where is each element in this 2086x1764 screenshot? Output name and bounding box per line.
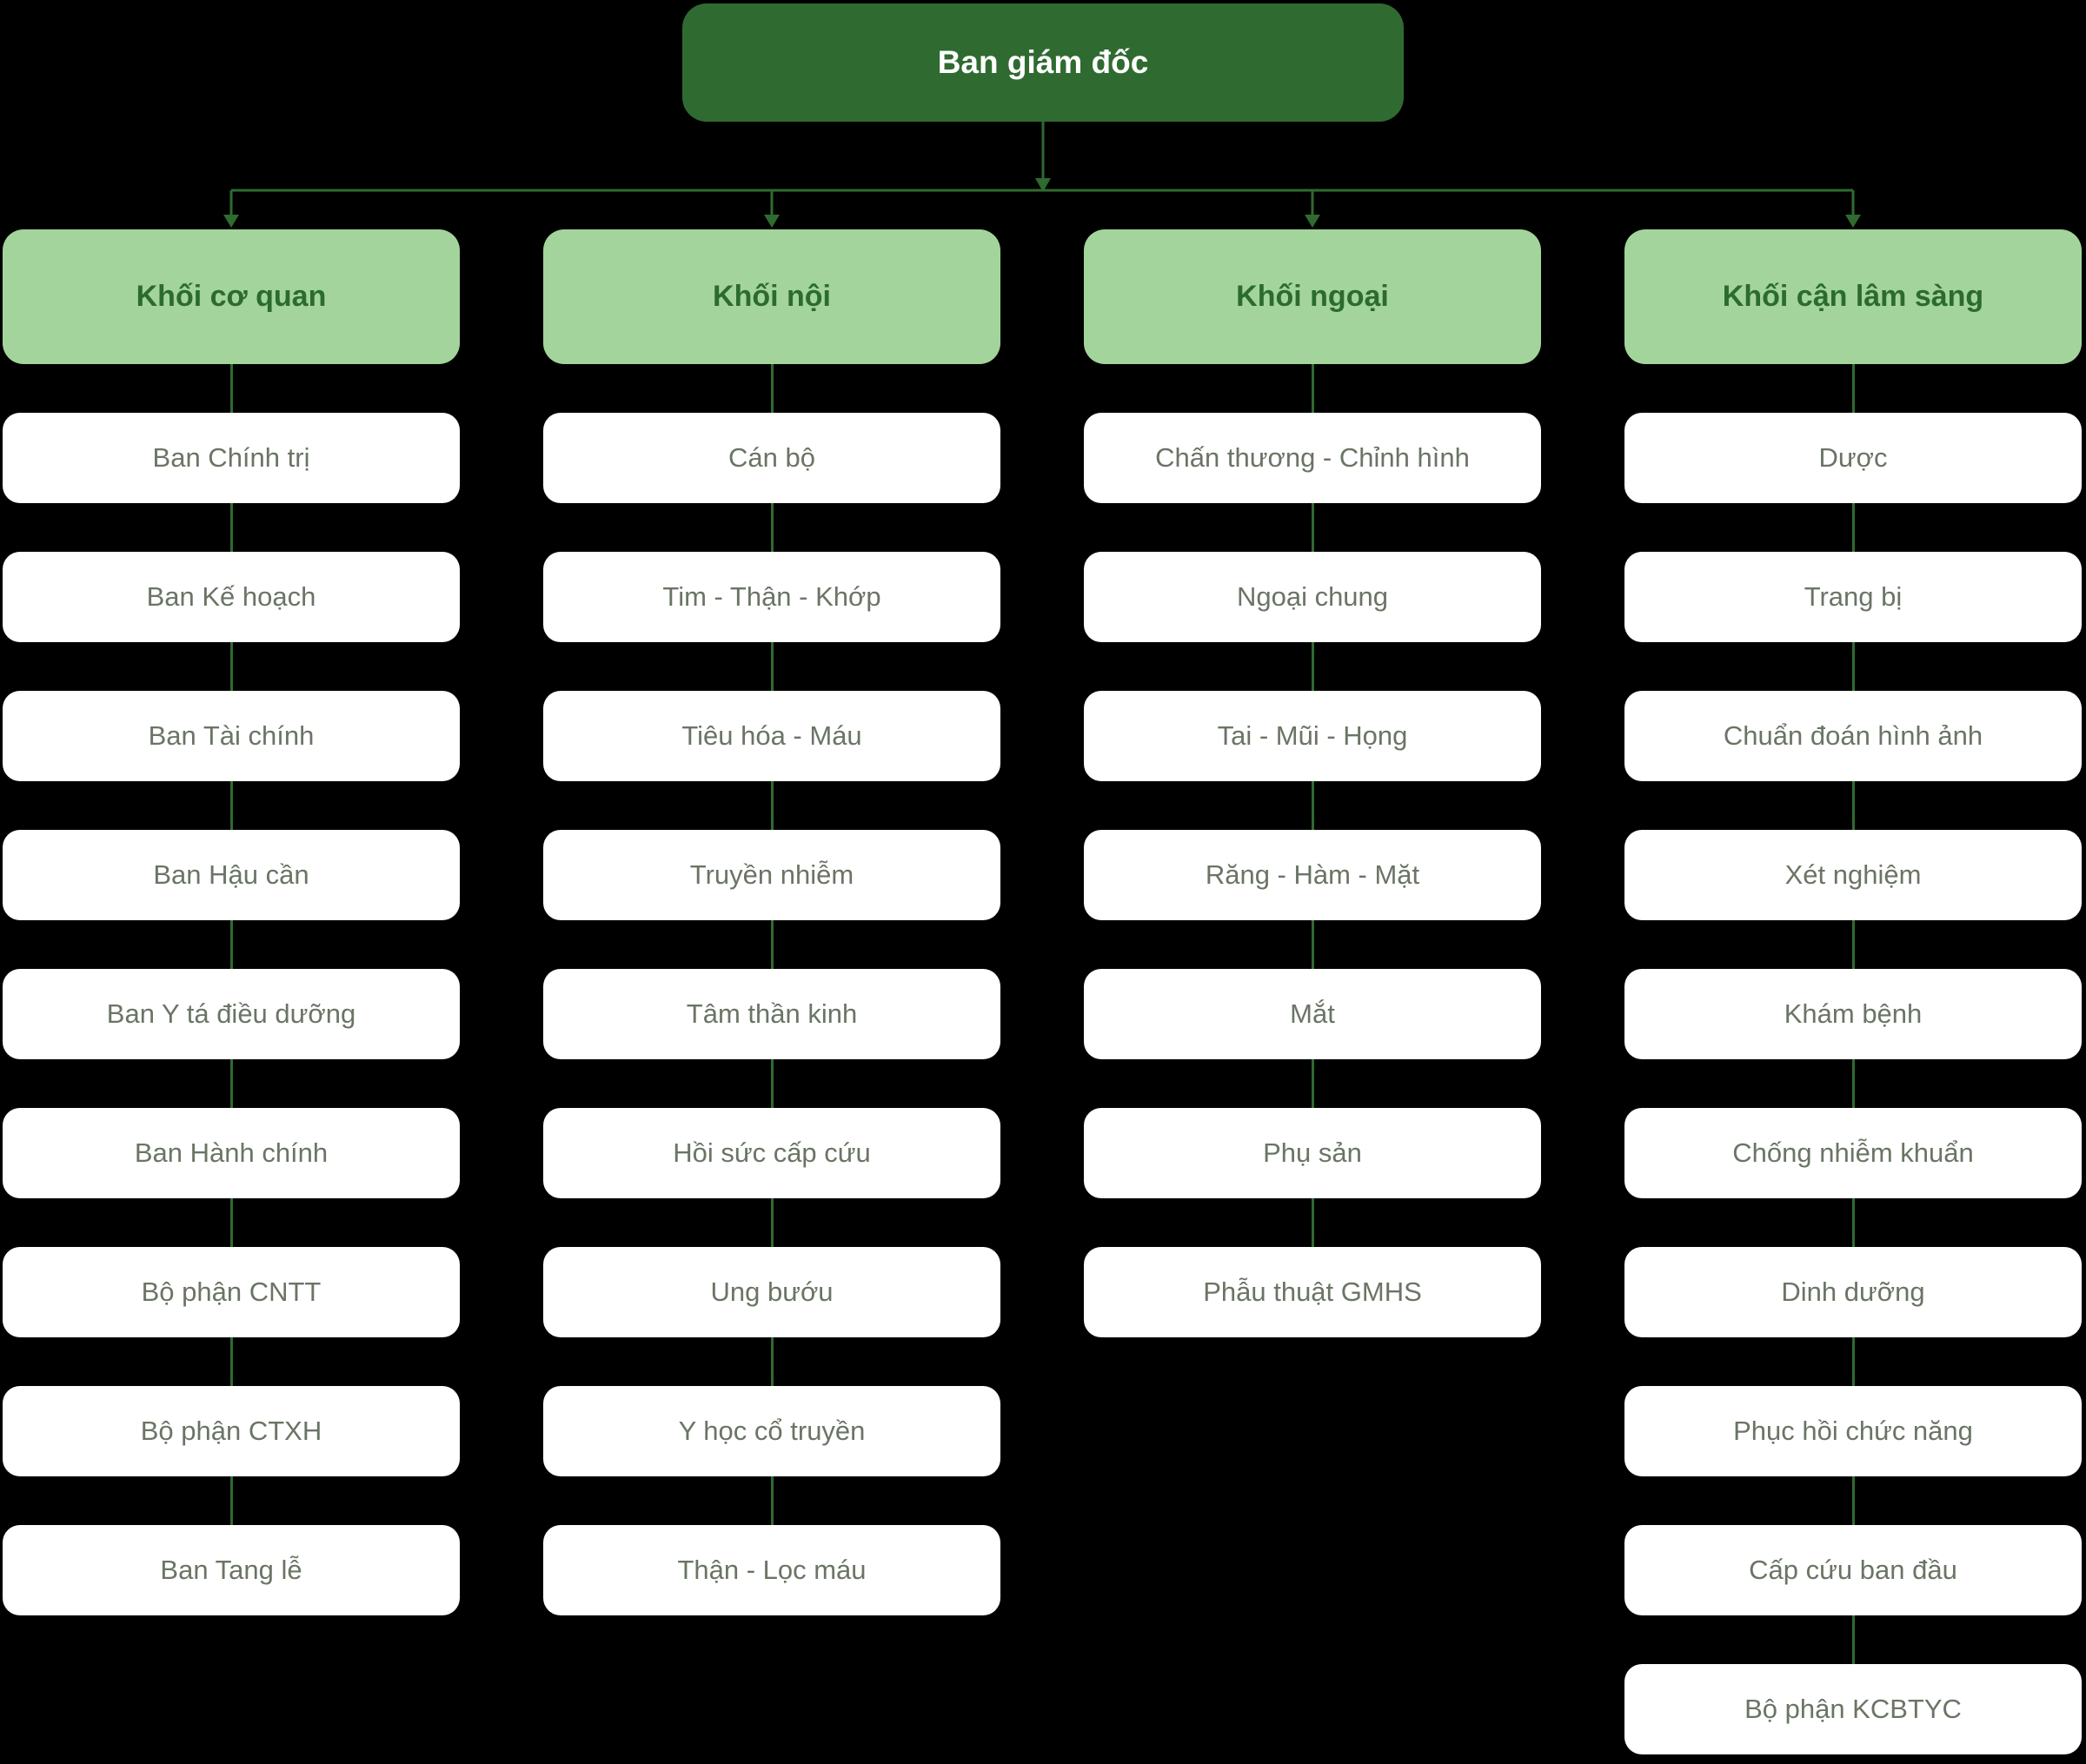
org-node: Thận - Lọc máu — [543, 1525, 1000, 1615]
org-column-khoi-noi: Khối nội Cán bộ Tim - Thận - Khớp Tiêu h… — [543, 229, 1000, 1615]
connector-line — [1851, 1615, 1855, 1664]
org-node: Ban Kế hoạch — [3, 552, 460, 642]
arrow-down-icon — [1845, 215, 1861, 228]
connector-line — [1851, 1476, 1855, 1525]
connector-line — [229, 364, 233, 413]
connector-line — [229, 920, 233, 969]
connector-line — [1851, 364, 1855, 413]
org-node: Truyền nhiễm — [543, 830, 1000, 920]
connector-line — [770, 1476, 774, 1525]
org-node-header: Khối cơ quan — [3, 229, 460, 364]
org-node: Chuẩn đoán hình ảnh — [1624, 691, 2082, 781]
org-node: Chấn thương - Chỉnh hình — [1084, 413, 1541, 503]
org-node: Cán bộ — [543, 413, 1000, 503]
connector-line — [229, 503, 233, 552]
org-node: Bộ phận KCBTYC — [1624, 1664, 2082, 1754]
connector-line — [1851, 1198, 1855, 1247]
org-node: Bộ phận CTXH — [3, 1386, 460, 1476]
connector-line — [1311, 920, 1314, 969]
connector-line — [770, 503, 774, 552]
connector-line — [1851, 781, 1855, 830]
org-node-header: Khối cận lâm sàng — [1624, 229, 2082, 364]
connector-line — [1851, 1337, 1855, 1386]
org-node-root: Ban giám đốc — [682, 3, 1404, 122]
org-node: Tim - Thận - Khớp — [543, 552, 1000, 642]
org-node-header: Khối ngoại — [1084, 229, 1541, 364]
connector-line — [1851, 642, 1855, 691]
org-column-khoi-can-lam-sang: Khối cận lâm sàng Dược Trang bị Chuẩn đo… — [1624, 229, 2082, 1754]
org-node: Ban Hậu cần — [3, 830, 460, 920]
org-node: Dược — [1624, 413, 2082, 503]
org-node: Ban Y tá điều dưỡng — [3, 969, 460, 1059]
org-node: Hồi sức cấp cứu — [543, 1108, 1000, 1198]
connector-line — [1311, 781, 1314, 830]
connector-line — [229, 1337, 233, 1386]
arrow-down-icon — [223, 215, 239, 228]
org-node: Ban Tài chính — [3, 691, 460, 781]
org-node: Ban Hành chính — [3, 1108, 460, 1198]
connector-line — [1311, 503, 1314, 552]
org-node: Xét nghiệm — [1624, 830, 2082, 920]
connector-line — [770, 1198, 774, 1247]
connector-line — [770, 1059, 774, 1108]
org-column-khoi-ngoai: Khối ngoại Chấn thương - Chỉnh hình Ngoạ… — [1084, 229, 1541, 1337]
org-node: Mắt — [1084, 969, 1541, 1059]
org-node: Phụ sản — [1084, 1108, 1541, 1198]
org-node: Bộ phận CNTT — [3, 1247, 460, 1337]
org-node: Tai - Mũi - Họng — [1084, 691, 1541, 781]
connector-line — [1851, 920, 1855, 969]
connector-line — [229, 1476, 233, 1525]
org-node: Y học cổ truyền — [543, 1386, 1000, 1476]
org-node: Ban Tang lễ — [3, 1525, 460, 1615]
connector-line — [229, 1198, 233, 1247]
org-node: Ung bướu — [543, 1247, 1000, 1337]
org-node: Chống nhiễm khuẩn — [1624, 1108, 2082, 1198]
connector-line — [229, 642, 233, 691]
connector-line — [1851, 503, 1855, 552]
org-node: Dinh dưỡng — [1624, 1247, 2082, 1337]
org-node: Răng - Hàm - Mặt — [1084, 830, 1541, 920]
org-node: Tâm thần kinh — [543, 969, 1000, 1059]
connector-line — [770, 364, 774, 413]
org-column-khoi-co-quan: Khối cơ quan Ban Chính trị Ban Kế hoạch … — [3, 229, 460, 1615]
org-node: Ban Chính trị — [3, 413, 460, 503]
connector-line — [770, 1337, 774, 1386]
org-node: Trang bị — [1624, 552, 2082, 642]
connector-line — [1311, 364, 1314, 413]
connector-line — [770, 920, 774, 969]
arrow-down-icon — [1305, 215, 1320, 228]
connector-line — [770, 642, 774, 691]
connector-line — [1311, 642, 1314, 691]
org-node: Ngoại chung — [1084, 552, 1541, 642]
org-node: Cấp cứu ban đầu — [1624, 1525, 2082, 1615]
connector-line — [229, 781, 233, 830]
org-node: Phẫu thuật GMHS — [1084, 1247, 1541, 1337]
connector-line — [770, 781, 774, 830]
org-node: Phục hồi chức năng — [1624, 1386, 2082, 1476]
org-node: Khám bệnh — [1624, 969, 2082, 1059]
connector-line — [229, 1059, 233, 1108]
connector-line — [1851, 1059, 1855, 1108]
org-node-header: Khối nội — [543, 229, 1000, 364]
connector-line — [1311, 1059, 1314, 1108]
connector-line — [1311, 1198, 1314, 1247]
arrow-down-icon — [1035, 178, 1051, 192]
arrow-down-icon — [764, 215, 780, 228]
org-node: Tiêu hóa - Máu — [543, 691, 1000, 781]
